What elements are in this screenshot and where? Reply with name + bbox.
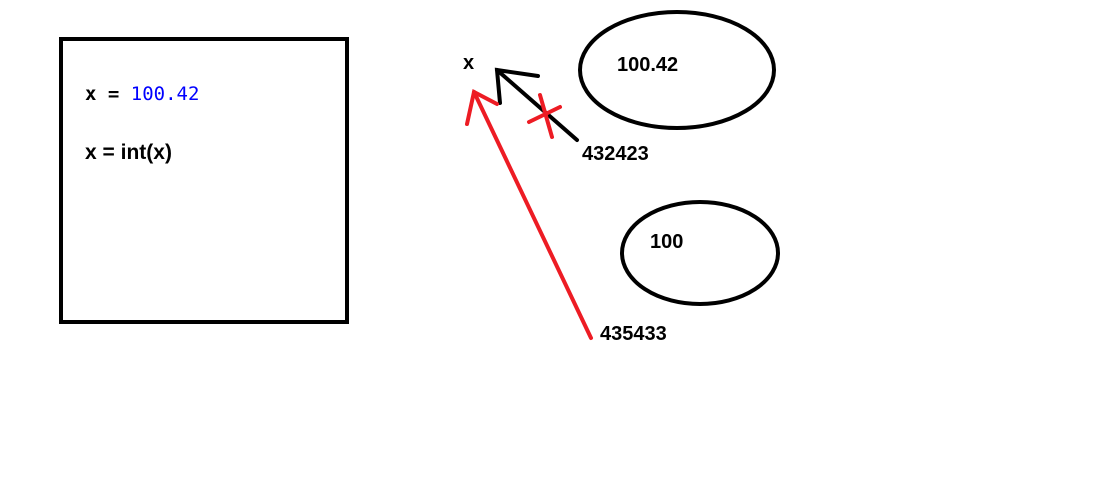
- float-object-value: 100.42: [617, 54, 678, 76]
- int-object-value: 100: [650, 231, 683, 253]
- code-line-int-cast: x = int(x): [85, 141, 172, 164]
- code-line-assign-float: x = 100.42: [85, 83, 199, 105]
- variable-x-label: x: [463, 52, 474, 74]
- float-object-address: 432423: [582, 143, 649, 165]
- int-object-ellipse: [620, 200, 780, 306]
- code-var: x: [85, 83, 97, 105]
- old-reference-arrow: [494, 67, 579, 142]
- code-panel: x = 100.42 x = int(x): [59, 37, 349, 324]
- code-number-literal: 100.42: [130, 83, 200, 105]
- int-object-address: 435433: [600, 323, 667, 345]
- new-reference-arrow: [465, 89, 593, 340]
- cross-out-mark: [527, 93, 562, 139]
- float-object-ellipse: [578, 10, 776, 130]
- code-equals: =: [96, 83, 131, 105]
